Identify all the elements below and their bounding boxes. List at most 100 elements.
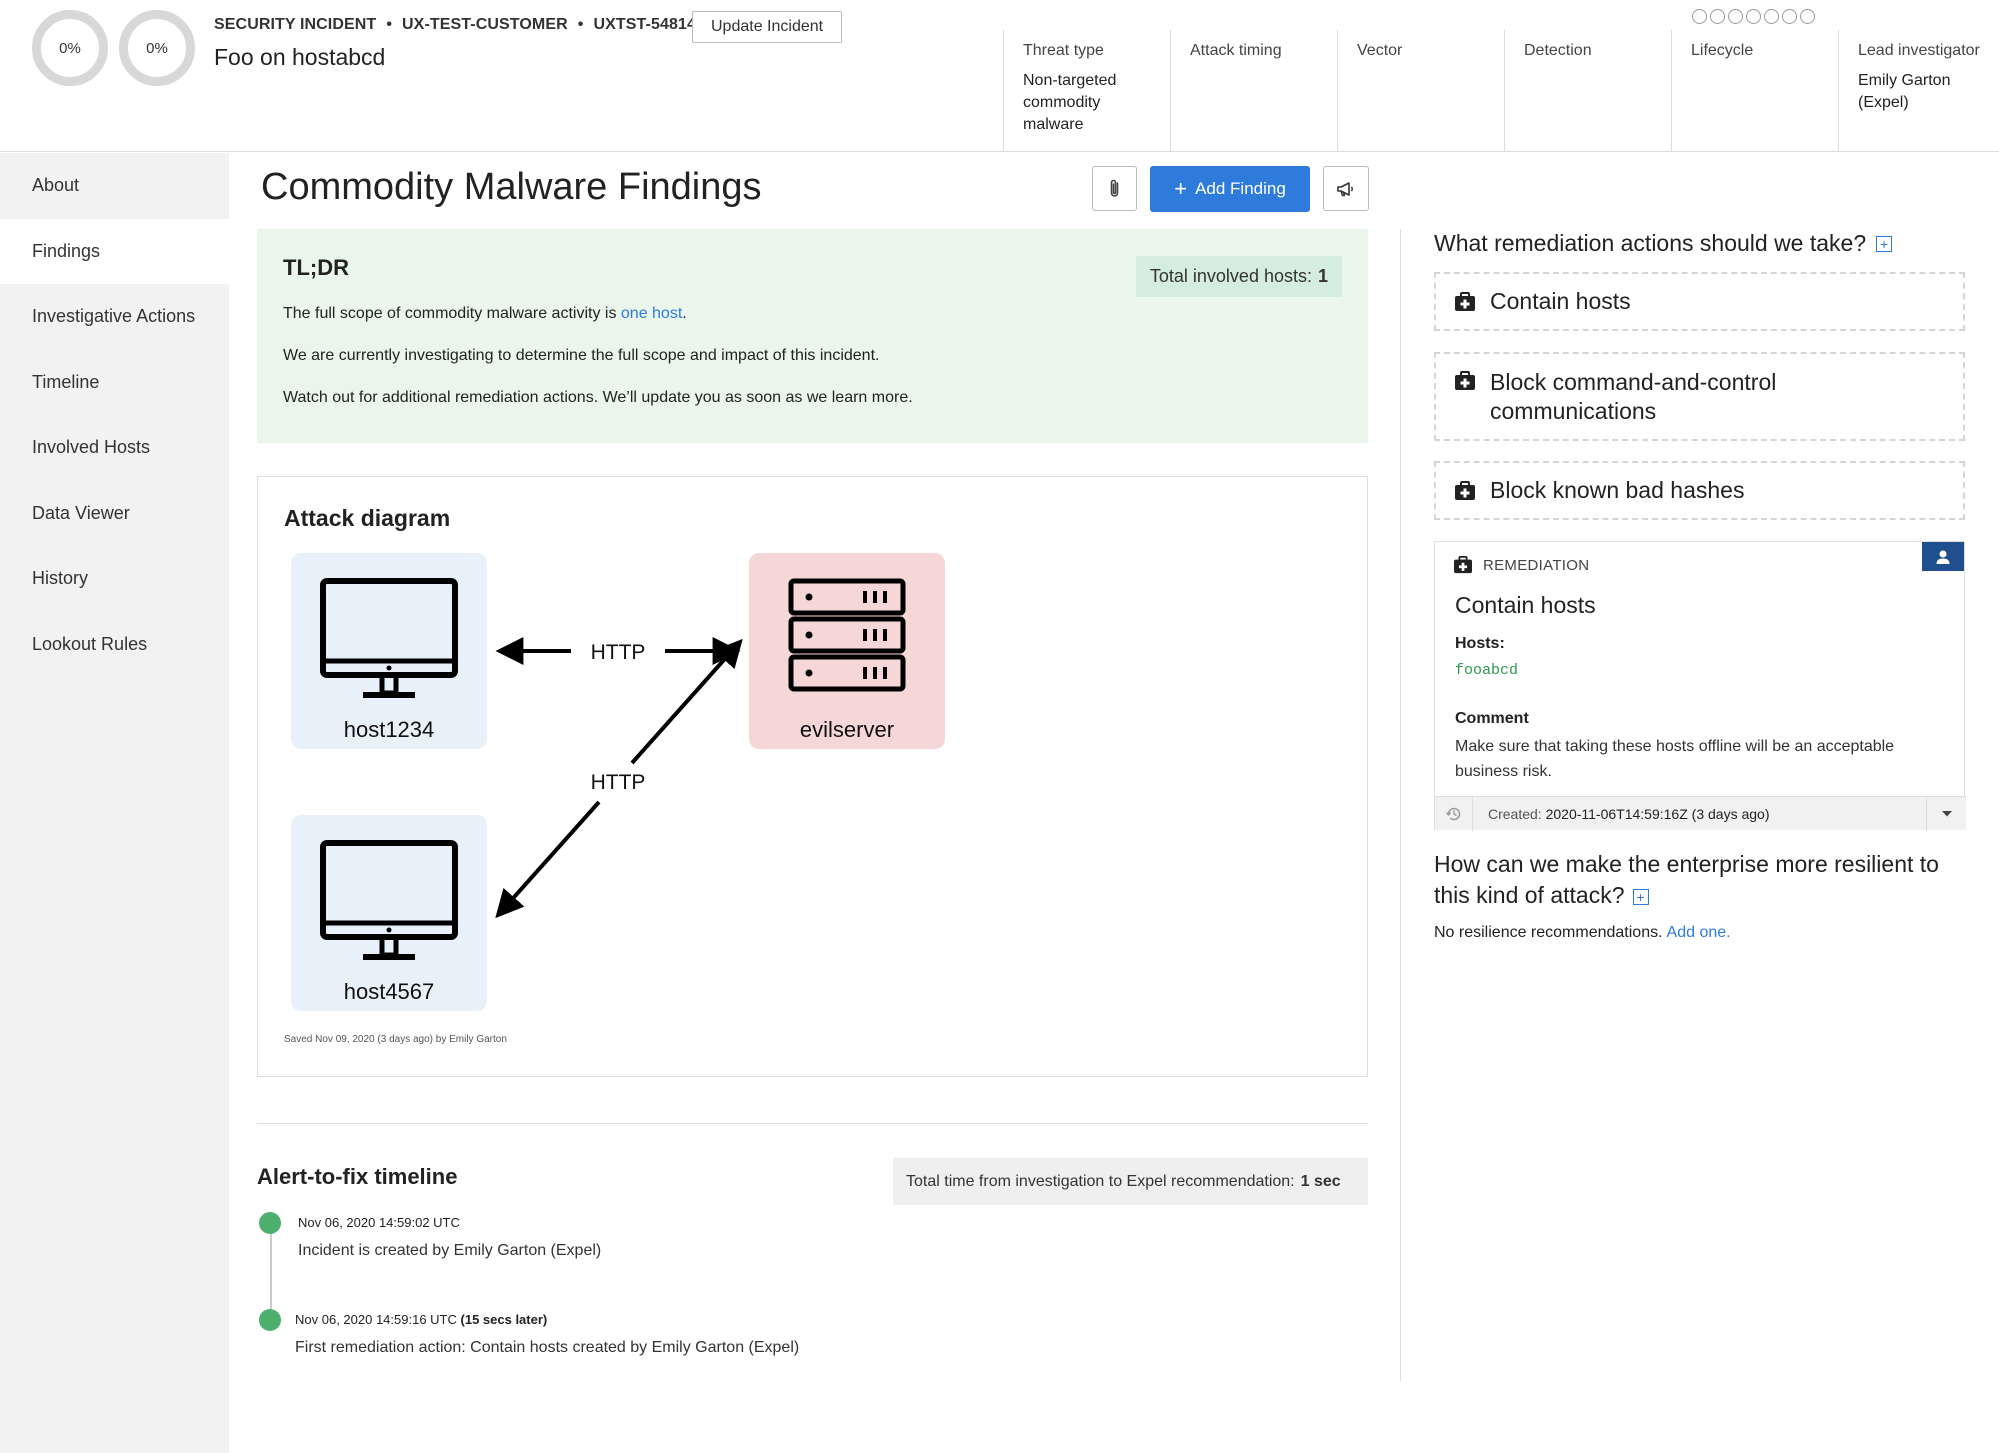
resilience-question-text: How can we make the enterprise more resi… [1434,851,1939,908]
meta-threat-type[interactable]: Threat type Non-targeted commodity malwa… [1003,30,1170,152]
timeline-dot [259,1309,281,1331]
first-aid-kit-icon [1455,291,1475,311]
timeline-total-badge: Total time from investigation to Expel r… [893,1158,1368,1205]
sidebar-item-about[interactable]: About [32,175,80,196]
meta-label: Threat type [1023,42,1104,59]
sidebar-item-findings[interactable]: Findings [0,218,229,284]
timeline-event-date-row: Nov 06, 2020 14:59:16 UTC (15 secs later… [295,1312,547,1327]
lifecycle-step-circle[interactable] [1710,9,1725,24]
history-icon [1445,807,1460,821]
progress-ring-2: 0% [119,10,195,86]
timeline-event-date: Nov 06, 2020 14:59:16 UTC [295,1312,457,1327]
lifecycle-step-circle[interactable] [1764,9,1779,24]
add-finding-button[interactable]: + Add Finding [1150,166,1310,212]
tldr-watch-out: Watch out for additional remediation act… [283,389,913,406]
meta-lead-investigator[interactable]: Lead investigator Emily Garton (Expel) [1838,30,1999,152]
remediation-comment-label: Comment [1455,710,1529,727]
lifecycle-step-circle[interactable] [1692,9,1707,24]
diagram-node-host4567[interactable]: host4567 [291,815,487,1011]
tldr-heading: TL;DR [283,255,349,280]
created-label: Created: [1488,806,1542,822]
remediation-action-card[interactable]: Contain hosts [1434,272,1965,331]
timeline-dot [259,1212,281,1234]
diagram-node-label: evilserver [800,717,894,742]
remediation-host-value[interactable]: fooabcd [1455,662,1519,679]
timeline-event-text: Incident is created by Emily Garton (Exp… [298,1242,602,1259]
remediation-detail-card: REMEDIATION Contain hosts Hosts: fooabcd… [1434,541,1966,831]
meta-detection[interactable]: Detection [1504,30,1671,152]
remediation-created: Created: 2020-11-06T14:59:16Z (3 days ag… [1488,806,1769,822]
monitor-icon [320,578,458,698]
total-hosts-label: Total involved hosts: [1149,266,1312,286]
paperclip-icon [1110,179,1118,197]
meta-value: Emily Garton (Expel) [1858,72,1951,111]
remediation-card-label: REMEDIATION [1483,556,1590,574]
remediation-card-header: REMEDIATION [1453,556,1589,574]
person-icon [1936,550,1950,564]
assignee-badge[interactable] [1922,542,1964,571]
progress-ring-1: 0% [32,10,108,86]
no-resilience-label: No resilience recommendations. [1434,924,1663,941]
add-finding-label: Add Finding [1195,179,1286,198]
remediation-question: What remediation actions should we take?… [1434,230,1893,257]
history-button[interactable] [1435,797,1473,831]
sidebar-item-timeline[interactable]: Timeline [32,371,100,392]
sidebar-item-involved-hosts[interactable]: Involved Hosts [32,437,151,458]
breadcrumb-separator: • [386,16,393,33]
lifecycle-step-circle[interactable] [1728,9,1743,24]
tldr-investigating: We are currently investigating to determ… [283,347,880,364]
tldr-scope-suffix: . [682,305,687,322]
timeline-event-text: First remediation action: Contain hosts … [295,1339,800,1356]
meta-vector[interactable]: Vector [1337,30,1504,152]
progress-ring-2-value: 0% [146,39,168,57]
timeline-heading: Alert-to-fix timeline [257,1164,458,1189]
lifecycle-step-circle[interactable] [1800,9,1815,24]
sidebar-item-history[interactable]: History [32,568,89,589]
sidebar-item-investigative-actions[interactable]: Investigative Actions [32,306,196,327]
incident-title: Foo on hostabcd [214,44,386,70]
update-incident-button[interactable]: Update Incident [692,11,843,43]
timeline-connector [270,1224,272,1320]
attach-button[interactable] [1092,166,1137,211]
remediation-comment-text: Make sure that taking these hosts offlin… [1455,738,1895,780]
first-aid-kit-icon [1455,371,1475,390]
first-aid-kit-icon [1455,480,1475,500]
meta-label: Lead investigator [1858,42,1980,59]
announce-button[interactable] [1323,166,1369,211]
meta-lifecycle[interactable]: Lifecycle [1671,30,1838,152]
timeline-event-date: Nov 06, 2020 14:59:02 UTC [298,1215,460,1230]
lifecycle-step-circle[interactable] [1782,9,1797,24]
column-divider [1400,229,1401,1381]
add-resilience-link[interactable]: Add one. [1666,924,1731,941]
remediation-action-card[interactable]: Block known bad hashes [1434,461,1965,520]
remediation-card-footer: Created: 2020-11-06T14:59:16Z (3 days ag… [1435,796,1966,831]
remediation-question-text: What remediation actions should we take? [1434,230,1867,256]
remediation-action-label: Contain hosts [1490,288,1631,314]
server-icon [788,578,906,692]
diagram-node-host1234[interactable]: host1234 [291,553,487,749]
incident-id: UXTST-54814 [593,16,696,33]
one-host-link[interactable]: one host [620,305,683,322]
timeline-total-label: Total time from investigation to Expel r… [906,1172,1295,1190]
caret-down-icon [1941,811,1952,817]
resilience-question: How can we make the enterprise more resi… [1434,849,1974,911]
attack-diagram[interactable]: host1234 evilserver [258,477,1367,1076]
monitor-icon [320,840,458,960]
tldr-scope-prefix: The full scope of commodity malware acti… [283,305,621,322]
lifecycle-stepper[interactable] [1692,9,1815,24]
remediation-action-card[interactable]: Block command-and-control communications [1434,352,1965,441]
sidebar-item-lookout-rules[interactable]: Lookout Rules [32,633,148,654]
add-remediation-icon[interactable]: + [1876,235,1893,252]
expand-button[interactable] [1926,797,1966,831]
add-resilience-icon[interactable]: + [1632,888,1649,905]
sidebar-item-data-viewer[interactable]: Data Viewer [32,502,130,523]
lifecycle-step-circle[interactable] [1746,9,1761,24]
remediation-action-label: Block known bad hashes [1490,477,1745,503]
megaphone-icon [1337,181,1353,196]
diagram-saved-note: Saved Nov 09, 2020 (3 days ago) by Emily… [284,1034,507,1045]
meta-label: Vector [1357,42,1403,59]
meta-attack-timing[interactable]: Attack timing [1170,30,1337,152]
attack-diagram-heading: Attack diagram [284,505,451,531]
diagram-node-evilserver[interactable]: evilserver [749,553,945,749]
plus-icon: + [1174,176,1188,201]
